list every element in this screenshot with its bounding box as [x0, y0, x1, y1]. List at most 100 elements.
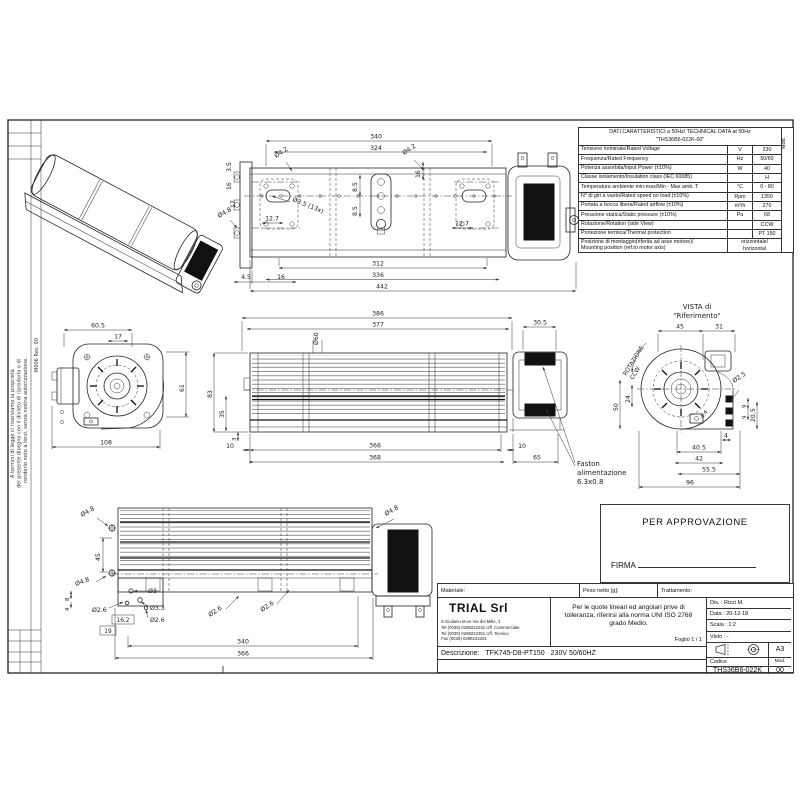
- peso-cell: Peso netto [g]:: [579, 584, 657, 597]
- dim-label: Ø4.2: [273, 145, 290, 160]
- projection-row: A3: [707, 642, 791, 658]
- row-label: Pressione statica/Static pressure (±10%): [581, 211, 677, 218]
- bottom-view: Ø4.8 45 Ø4.8 8 4 Ø2.6 Ø3 Ø3.3 Ø2.6 16.2 …: [65, 503, 433, 660]
- dim-label: Ø2.6: [92, 606, 107, 614]
- dim-label: 31: [715, 324, 723, 331]
- dim-label: 60.5: [91, 323, 105, 330]
- projection-symbol-cone-icon: [715, 644, 729, 656]
- paper-format-cell: A3: [768, 642, 791, 657]
- mod-value: 00: [768, 666, 791, 674]
- dim-label: 16: [415, 170, 422, 178]
- projection-symbol-circles-icon: [747, 644, 760, 656]
- row-label-line1: Posizione di montaggio(riferita ad asse …: [581, 239, 694, 246]
- dim-label: Ø2.6: [259, 599, 276, 614]
- dim-label: 17: [114, 334, 122, 341]
- table-row: Rotazione/Rotation (side View)CCW: [579, 220, 781, 230]
- tech-table-code: "THS36B6-022K-00": [655, 136, 705, 143]
- date-cell: Data : 20-12-18: [707, 609, 791, 621]
- row-unit: m³/h: [727, 201, 752, 211]
- title-block-right-column: Dis. : Rizzi M. Data : 20-12-18 Scala : …: [706, 598, 791, 674]
- dim-label: Ø4.8: [383, 503, 400, 517]
- center-bracket: [370, 173, 392, 235]
- legal-note-line1: A termini di legge ci riserviamo la prop…: [9, 369, 16, 478]
- row-value: 50/60: [752, 155, 781, 164]
- motor-side-view: [509, 351, 568, 432]
- table-row: Classe isolamento/Insulation class (IEC …: [579, 173, 781, 184]
- row-label: Potenza assorbita/Input Power (±10%): [581, 164, 672, 171]
- dim-label: Ø2.6: [150, 616, 165, 624]
- dim-label: 4.4: [700, 409, 710, 420]
- row-value: 0 - 80: [752, 183, 781, 192]
- drawn-by-cell: Dis. : Rizzi M.: [707, 598, 791, 610]
- row-value-line1: orizzontale/: [740, 239, 769, 246]
- description-value: TFK745-D8-PT150: [485, 649, 545, 657]
- rotation-callout: ROTAZIONE CCW: [623, 342, 647, 381]
- blade-slots: [654, 362, 708, 416]
- mod-label: Mod.: [768, 657, 791, 666]
- dim-label: 366: [237, 651, 249, 658]
- dim-label: 336: [372, 272, 384, 279]
- row-label-line2: Mounting position (ref.to motor axis): [581, 244, 666, 251]
- mod-column: Mod.: [781, 128, 793, 252]
- dim-label: 12.7: [265, 216, 279, 223]
- dim-label: 10: [226, 443, 234, 450]
- table-row: Portata a bocca libera/Rated airflow (±1…: [579, 201, 781, 212]
- dim-label: 9: [742, 415, 748, 419]
- dim-label: 16: [277, 274, 285, 281]
- dim-label: 61: [179, 384, 186, 392]
- approval-title: PER APPROVAZIONE: [642, 517, 748, 528]
- row-value: 40: [752, 164, 781, 173]
- signature-field[interactable]: FIRMA: [611, 559, 756, 570]
- dim-label: 50: [613, 403, 620, 411]
- dim-label: 24: [625, 395, 632, 403]
- description-row: Descrizione: TFK745-D8-PT150 230V 50/60H…: [438, 646, 706, 660]
- dim-label: 377: [372, 322, 384, 329]
- tolerance-note-cell: Per le quote lineari ed angolari prive d…: [551, 598, 706, 646]
- dim-label: 4: [724, 433, 728, 440]
- row-unit: [727, 229, 752, 239]
- dim-label: 4: [65, 607, 71, 611]
- approval-box: PER APPROVAZIONE FIRMA: [600, 504, 790, 583]
- dim-label: Ø3: [148, 587, 157, 595]
- dim-label: 8.5: [352, 182, 359, 192]
- row-label: Classe isolamento/Insulation class (IEC …: [581, 174, 692, 181]
- dim-label: 3: [232, 437, 238, 441]
- dim-label: Ø4.8: [79, 504, 96, 518]
- row-unit: Hz: [727, 155, 752, 164]
- row-unit: V: [727, 145, 752, 155]
- signature-line[interactable]: [637, 559, 756, 568]
- dim-label: Ø2.6: [207, 604, 224, 619]
- dim-label: 96: [686, 480, 694, 487]
- dim-label: 3.5: [226, 162, 233, 172]
- dim-label: 40.5: [692, 445, 706, 452]
- table-row: Temperatura ambiente min-max/Min - Max a…: [579, 183, 781, 193]
- top-view-dimensions: 340 324 312 336 442 4.5 16 Ø4.2 Ø4.2 Ø3.…: [216, 134, 577, 293]
- row-value: PT 150: [752, 229, 781, 239]
- code-value-row: THS36B6-022K 00: [707, 666, 791, 674]
- dim-label: 19: [104, 629, 112, 635]
- dim-label: 45: [95, 553, 102, 561]
- scale-cell: Scala : 1:2: [707, 620, 791, 632]
- row-unit: [727, 220, 752, 229]
- materiale-cell: Materiale:: [441, 587, 466, 594]
- dim-label: 12.7: [455, 221, 469, 228]
- faston-label-line1: Faston: [577, 460, 600, 468]
- row-label: Rotazione/Rotation (side View): [581, 221, 654, 228]
- faston-callout: Faston alimentazione 6.3x0.8: [542, 366, 626, 486]
- row-value: H: [752, 173, 781, 183]
- dim-label: 368: [369, 455, 381, 462]
- table-row: Posizione di montaggio(riferita ad asse …: [579, 239, 781, 252]
- row-label: Frequenza/Rated Frequency: [581, 155, 649, 162]
- dim-label: 42: [695, 456, 703, 463]
- dim-label: 340: [237, 639, 249, 646]
- dim-label: 442: [376, 284, 388, 291]
- company-cell: TRIAL Srl S.Giuliano M.se Via dei Mille,…: [438, 598, 551, 646]
- top-view: 340 324 312 336 442 4.5 16 Ø4.2 Ø4.2 Ø3.…: [216, 134, 579, 293]
- description-label: Descrizione:: [441, 649, 480, 657]
- voltage-value: 230V 50/60HZ: [550, 649, 596, 657]
